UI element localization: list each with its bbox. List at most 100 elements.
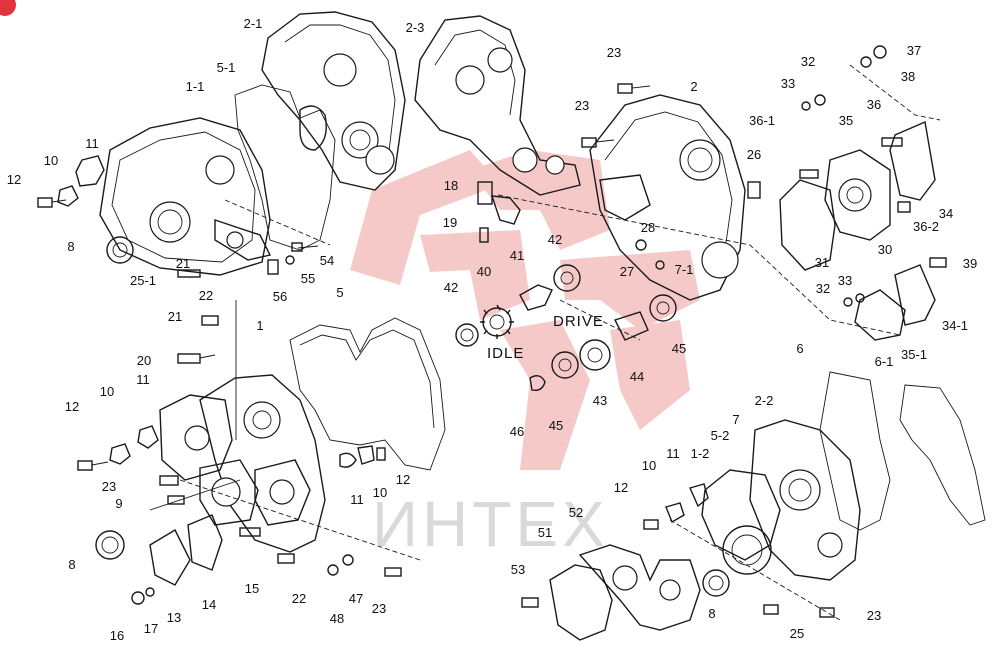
watermark-logo-icon (350, 150, 700, 470)
part-callout-23: 23 (867, 608, 881, 623)
part-callout-1: 1 (256, 318, 263, 333)
part-callout-43: 43 (593, 393, 607, 408)
part-callout-11: 11 (666, 446, 680, 461)
part-callout-12: 12 (65, 399, 79, 414)
part-callout-47: 47 (349, 591, 363, 606)
part-callout-5-1: 5-1 (217, 60, 236, 75)
part-callout-12: 12 (396, 472, 410, 487)
pump-housing-36-1 (779, 45, 947, 341)
drive-label: DRIVE (553, 313, 604, 330)
corner-badge-icon (0, 0, 16, 16)
part-callout-22: 22 (292, 591, 306, 606)
part-callout-1-1: 1-1 (186, 79, 205, 94)
gasket-6 (819, 371, 891, 531)
part-callout-44: 44 (630, 369, 644, 384)
part-callout-46: 46 (510, 424, 524, 439)
part-callout-53: 53 (511, 562, 525, 577)
part-callout-8: 8 (68, 557, 75, 572)
part-callout-26: 26 (747, 147, 761, 162)
part-callout-13: 13 (167, 610, 181, 625)
part-callout-23: 23 (607, 45, 621, 60)
part-callout-40: 40 (477, 264, 491, 279)
part-callout-21: 21 (168, 309, 182, 324)
gasket-6-1 (899, 384, 986, 526)
part-callout-52: 52 (569, 505, 583, 520)
part-callout-18: 18 (444, 178, 458, 193)
gasket-5 (289, 317, 446, 471)
part-callout-45: 45 (549, 418, 563, 433)
part-callout-2-1: 2-1 (244, 16, 263, 31)
part-callout-10: 10 (373, 485, 387, 500)
drive-gear-assembly (529, 294, 677, 392)
part-callout-14: 14 (202, 597, 216, 612)
watermark-text: ИНТЕХ (372, 488, 609, 560)
gear-case-2 (589, 94, 746, 301)
part-callout-31: 31 (815, 255, 829, 270)
part-callout-34-1: 34-1 (942, 318, 968, 333)
idle-label: IDLE (487, 345, 524, 362)
part-callout-11: 11 (85, 136, 99, 151)
idle-gear-assembly (455, 181, 581, 347)
part-callout-17: 17 (144, 621, 158, 636)
gasket-5-1 (234, 84, 336, 251)
part-callout-42: 42 (548, 232, 562, 247)
part-callout-10: 10 (642, 458, 656, 473)
part-callout-19: 19 (443, 215, 457, 230)
part-callout-37: 37 (907, 43, 921, 58)
part-callout-7-1: 7-1 (675, 262, 694, 277)
part-callout-15: 15 (245, 581, 259, 596)
gear-case-2-1 (261, 11, 406, 191)
part-callout-42: 42 (444, 280, 458, 295)
gear-case-2-3 (414, 15, 581, 196)
part-callout-36-2: 36-2 (913, 219, 939, 234)
part-callout-55: 55 (301, 271, 315, 286)
timing-cover-1-2 (643, 469, 835, 618)
part-callout-33: 33 (781, 76, 795, 91)
gear-case-2-2 (749, 419, 861, 581)
part-callout-45: 45 (672, 341, 686, 356)
part-callout-2: 2 (690, 79, 697, 94)
part-callout-35: 35 (839, 113, 853, 128)
part-callout-10: 10 (100, 384, 114, 399)
part-callout-1-2: 1-2 (691, 446, 710, 461)
part-callout-41: 41 (510, 248, 524, 263)
covers-51-52 (521, 544, 701, 641)
small-parts-middle-left (77, 315, 402, 605)
part-callout-5-2: 5-2 (711, 428, 730, 443)
part-callout-33: 33 (838, 273, 852, 288)
part-callout-6: 6 (796, 341, 803, 356)
assembly-guide-lines (149, 64, 941, 621)
part-callout-27: 27 (620, 264, 634, 279)
part-callout-8: 8 (708, 606, 715, 621)
part-callout-51: 51 (538, 525, 552, 540)
timing-cover-1 (199, 374, 326, 553)
small-parts-top-left (37, 155, 319, 278)
part-callout-28: 28 (641, 220, 655, 235)
part-callout-39: 39 (963, 256, 977, 271)
part-callout-25-1: 25-1 (130, 273, 156, 288)
part-callout-34: 34 (939, 206, 953, 221)
part-callout-9: 9 (115, 496, 122, 511)
part-callout-10: 10 (44, 153, 58, 168)
part-callout-6-1: 6-1 (875, 354, 894, 369)
part-callout-32: 32 (816, 281, 830, 296)
part-callout-11: 11 (136, 372, 150, 387)
idle-gear-40 (480, 304, 514, 339)
part-callout-36-1: 36-1 (749, 113, 775, 128)
part-callout-20: 20 (137, 353, 151, 368)
part-callout-12: 12 (614, 480, 628, 495)
part-callout-56: 56 (273, 289, 287, 304)
part-callout-11: 11 (350, 492, 364, 507)
part-callout-5: 5 (336, 285, 343, 300)
part-callout-32: 32 (801, 54, 815, 69)
part-callout-23: 23 (372, 601, 386, 616)
part-callout-2-3: 2-3 (406, 20, 425, 35)
part-callout-12: 12 (7, 172, 21, 187)
part-callout-2-2: 2-2 (755, 393, 774, 408)
part-callout-7: 7 (732, 412, 739, 427)
part-callout-23: 23 (102, 479, 116, 494)
part-callout-30: 30 (878, 242, 892, 257)
part-callout-35-1: 35-1 (901, 347, 927, 362)
